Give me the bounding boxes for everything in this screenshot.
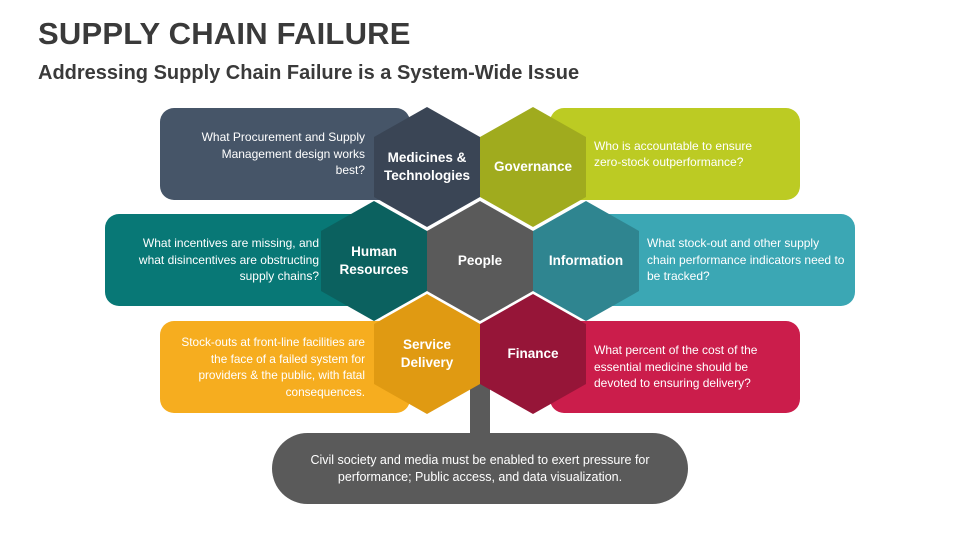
medicines-label: Medicines & Technologies <box>384 150 471 183</box>
service-delivery-label: Service Delivery <box>400 337 454 370</box>
page-title: SUPPLY CHAIN FAILURE <box>38 16 411 51</box>
information-question: What stock-out and other supply chain pe… <box>647 236 845 284</box>
service-delivery-question: Stock-outs at front-line facilities are … <box>181 335 365 399</box>
finance-question: What percent of the cost of the essentia… <box>594 343 758 391</box>
medicines-question: What Procurement and Supply Management d… <box>201 130 365 178</box>
human-resources-label: Human Resources <box>339 244 409 277</box>
service-delivery-question-box: Stock-outs at front-line facilities are … <box>160 321 410 413</box>
information-hexagon <box>533 201 639 321</box>
governance-question-box: Who is accountable to ensure zero-stock … <box>550 108 800 200</box>
people-label: People <box>457 253 503 268</box>
finance-question-box: What percent of the cost of the essentia… <box>550 321 800 413</box>
finance-hexagon <box>480 294 586 414</box>
human-resources-question: What incentives are missing, and what di… <box>138 236 319 284</box>
service-delivery-hexagon <box>374 294 480 414</box>
footer-text: Civil society and media must be enabled … <box>310 452 650 484</box>
governance-question: Who is accountable to ensure zero-stock … <box>594 138 753 170</box>
footer-pill: Civil society and media must be enabled … <box>272 433 688 504</box>
people-hexagon <box>427 201 533 321</box>
human-resources-hexagon <box>321 201 427 321</box>
medicines-question-box: What Procurement and Supply Management d… <box>160 108 410 200</box>
finance-label: Finance <box>507 346 559 361</box>
page-subtitle: Addressing Supply Chain Failure is a Sys… <box>38 62 580 84</box>
governance-hexagon <box>480 107 586 227</box>
information-label: Information <box>548 253 624 268</box>
governance-label: Governance <box>493 159 573 174</box>
medicines-hexagon <box>374 107 480 227</box>
